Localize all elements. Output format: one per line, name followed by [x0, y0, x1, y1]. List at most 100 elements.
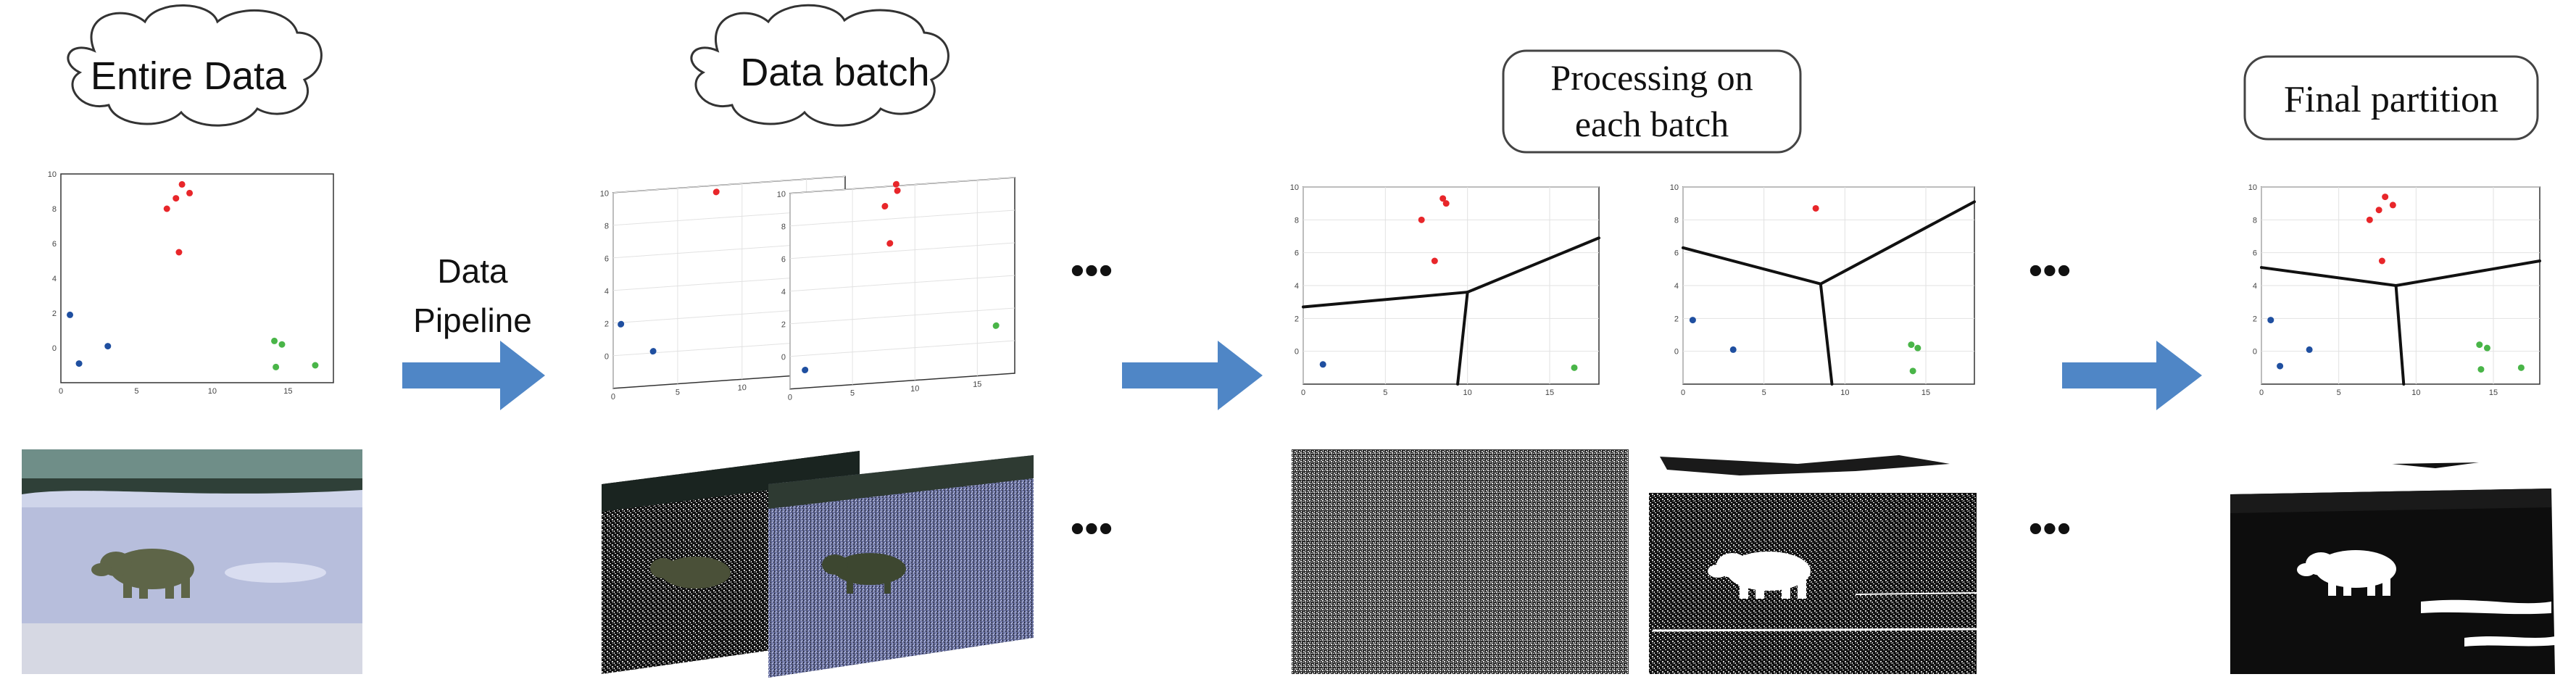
y-tick-label: 10 — [1290, 183, 1299, 192]
x-tick-label: 0 — [788, 393, 792, 402]
blue-data-point — [2267, 317, 2274, 324]
y-tick-label: 6 — [781, 255, 786, 264]
polar-bear-icon — [1708, 552, 1811, 599]
processing-photo-segmented — [1649, 455, 1977, 674]
red-data-point — [1439, 195, 1447, 202]
y-tick-label: 4 — [1674, 282, 1679, 291]
y-tick-label: 6 — [1295, 249, 1299, 258]
ellipsis-batch-plots: ••• — [1071, 247, 1113, 293]
y-tick-label: 10 — [2248, 183, 2257, 192]
y-tick-label: 2 — [604, 320, 609, 328]
red-data-point — [2389, 201, 2396, 209]
red-data-point — [712, 188, 720, 196]
ellipsis-processing-images: ••• — [2029, 505, 2072, 551]
pipeline-label-line2: Pipeline — [413, 302, 532, 339]
x-tick-label: 0 — [611, 393, 615, 402]
y-tick-label: 2 — [781, 320, 786, 329]
polar-bear-icon — [650, 557, 731, 589]
blue-data-point — [75, 360, 83, 367]
y-tick-label: 10 — [777, 190, 786, 199]
processing-label-line1: Processing on — [1550, 57, 1753, 98]
pipeline-arrow: Data Pipeline — [402, 252, 545, 410]
y-tick-label: 8 — [781, 223, 786, 231]
green-data-point — [278, 341, 286, 348]
y-tick-label: 4 — [604, 287, 609, 296]
batch-photo-front — [768, 455, 1034, 678]
y-tick-label: 4 — [781, 288, 786, 296]
x-tick-label: 15 — [1921, 388, 1930, 397]
partition-boundary — [2394, 284, 2406, 386]
y-tick-label: 10 — [1670, 183, 1679, 192]
red-data-point — [1431, 257, 1438, 265]
x-tick-label: 5 — [1383, 388, 1387, 397]
final-partition-label: Final partition — [2284, 79, 2498, 120]
green-data-point — [2477, 366, 2485, 373]
y-tick-label: 8 — [1295, 216, 1299, 225]
y-tick-label: 0 — [604, 352, 609, 361]
y-tick-label: 2 — [2253, 315, 2257, 323]
y-tick-label: 2 — [1674, 315, 1679, 323]
y-tick-label: 0 — [781, 353, 786, 362]
blue-data-point — [1689, 317, 1696, 324]
arrow-to-processing — [1122, 341, 1263, 410]
y-tick-label: 6 — [1674, 249, 1679, 258]
x-tick-label: 0 — [59, 387, 63, 396]
data-batch-label: Data batch — [740, 51, 929, 94]
red-data-point — [2382, 194, 2389, 201]
plot-frame — [60, 173, 334, 383]
data-batch-cloud: Data batch — [690, 4, 950, 127]
red-data-point — [2375, 207, 2382, 214]
ellipsis-processing-plots: ••• — [2029, 247, 2072, 293]
green-data-point — [2517, 364, 2525, 371]
red-data-point — [1442, 200, 1450, 207]
y-tick-label: 8 — [1674, 216, 1679, 225]
grid-line — [790, 242, 1015, 259]
red-data-point — [175, 249, 183, 256]
y-tick-label: 0 — [1295, 348, 1299, 357]
y-tick-label: 8 — [52, 205, 57, 214]
blue-data-point — [618, 320, 625, 328]
y-tick-label: 4 — [52, 275, 57, 283]
blue-data-point — [67, 311, 74, 318]
red-data-point — [894, 187, 901, 194]
processing-photo-noise — [1292, 449, 1629, 674]
y-tick-label: 2 — [52, 309, 57, 318]
x-tick-label: 0 — [1301, 388, 1305, 397]
red-data-point — [1418, 216, 1425, 223]
red-data-point — [173, 195, 180, 202]
blue-data-point — [2277, 362, 2284, 370]
entire-data-photo — [22, 449, 362, 674]
grid-line — [790, 177, 1015, 194]
y-tick-label: 10 — [600, 189, 609, 199]
blue-data-point — [104, 343, 112, 350]
green-data-point — [1571, 364, 1578, 371]
partition-boundary — [1466, 236, 1600, 294]
partition-boundary — [2394, 259, 2541, 287]
grid-line — [790, 275, 1015, 292]
grid-line — [790, 340, 1015, 357]
x-tick-label: 5 — [850, 388, 855, 397]
red-data-point — [2366, 216, 2373, 223]
y-tick-label: 2 — [1295, 315, 1299, 323]
green-data-point — [2476, 341, 2483, 349]
x-tick-label: 5 — [1762, 388, 1766, 397]
red-data-point — [163, 205, 170, 212]
grid-line — [613, 175, 845, 194]
x-tick-label: 15 — [973, 380, 981, 389]
red-data-point — [186, 189, 194, 196]
y-tick-label: 0 — [52, 344, 57, 353]
blue-data-point — [802, 366, 809, 374]
y-tick-label: 10 — [48, 170, 57, 179]
blue-data-point — [649, 348, 657, 355]
y-tick-label: 6 — [2253, 249, 2257, 258]
partition-boundary — [1682, 246, 1822, 286]
y-tick-label: 4 — [2253, 282, 2257, 291]
arrow-to-final — [2062, 341, 2202, 410]
x-tick-label: 10 — [1463, 388, 1472, 397]
green-data-point — [992, 322, 1000, 329]
